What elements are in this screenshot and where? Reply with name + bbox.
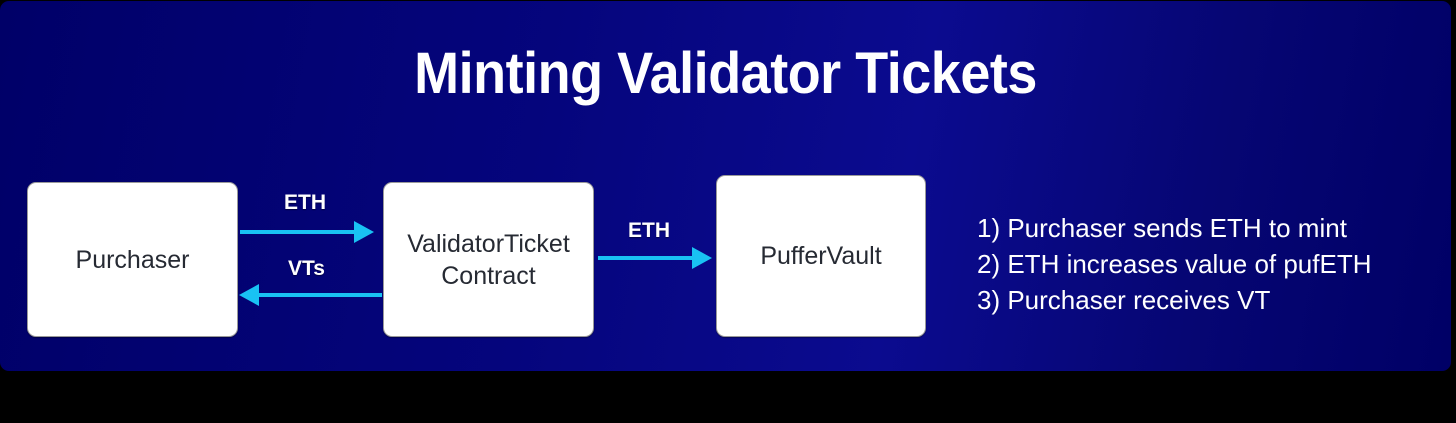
arrow-eth-contract-to-vault bbox=[598, 247, 712, 269]
steps-list: 1) Purchaser sends ETH to mint 2) ETH in… bbox=[977, 210, 1372, 318]
arrow-eth-purchaser-to-contract bbox=[240, 221, 374, 243]
node-validatorticket-label-line2: Contract bbox=[441, 261, 536, 290]
arrow-label-eth-purchaser-to-contract: ETH bbox=[284, 191, 326, 214]
arrow-label-eth-contract-to-vault: ETH bbox=[628, 219, 670, 242]
diagram-panel: Minting Validator Tickets Purchaser Vali… bbox=[0, 1, 1451, 371]
step-item-3: 3) Purchaser receives VT bbox=[977, 285, 1271, 315]
arrow-vts-contract-to-purchaser bbox=[239, 284, 382, 306]
step-item-1: 1) Purchaser sends ETH to mint bbox=[977, 213, 1347, 243]
node-purchaser-label: Purchaser bbox=[75, 245, 190, 274]
node-purchaser[interactable]: Purchaser bbox=[27, 182, 238, 337]
node-puffervault[interactable]: PufferVault bbox=[716, 175, 926, 337]
node-validatorticket-label-line1: ValidatorTicket bbox=[407, 229, 570, 258]
node-validatorticket-label: ValidatorTicket Contract bbox=[407, 228, 570, 292]
node-validatorticket-contract[interactable]: ValidatorTicket Contract bbox=[383, 182, 594, 337]
arrow-label-vts-contract-to-purchaser: VTs bbox=[288, 257, 325, 280]
step-item-2: 2) ETH increases value of pufETH bbox=[977, 249, 1372, 279]
page-title: Minting Validator Tickets bbox=[414, 41, 1037, 106]
node-puffervault-label: PufferVault bbox=[760, 242, 882, 270]
